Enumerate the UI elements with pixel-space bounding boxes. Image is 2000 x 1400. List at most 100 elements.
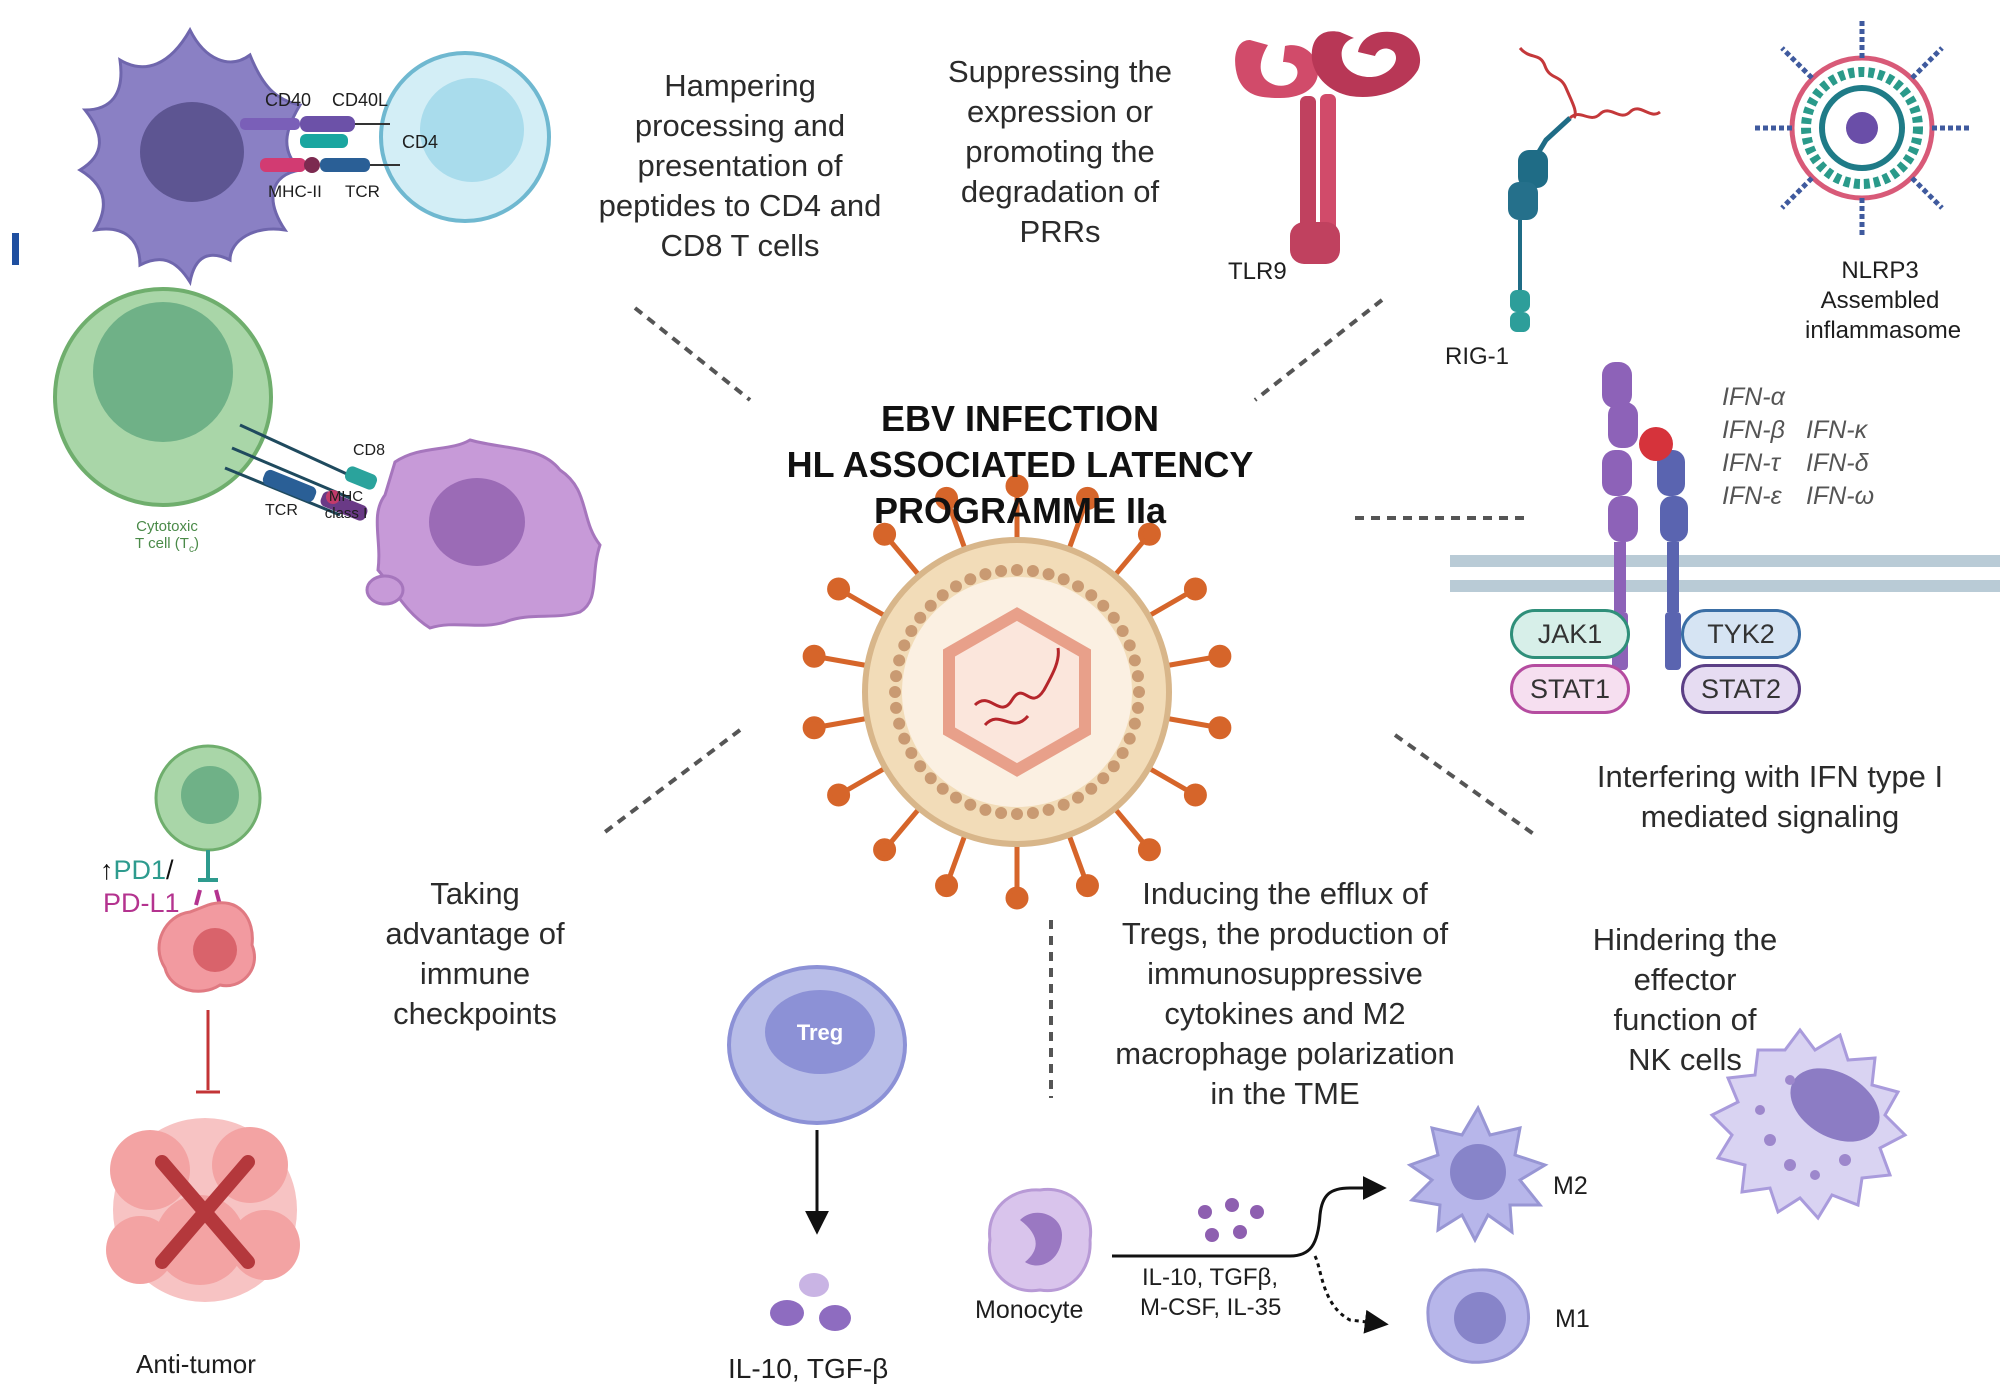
label-mhc-class-i: MHC class I [321, 488, 371, 522]
ifn-epsilon-label: IFN-ε [1722, 482, 1782, 510]
virion-tegument-bead [1116, 747, 1129, 759]
label-cytotoxic-t-cell: Cytotoxic T cell (Tc) [122, 518, 212, 555]
virion-tegument-bead [1116, 625, 1129, 637]
virion-spike-tip [1005, 474, 1029, 498]
diagram-title: EBV INFECTION HL ASSOCIATED LATENCY PROG… [720, 396, 1320, 534]
cd8-tcr-mhc1-receptor-icon [224, 423, 378, 521]
virion-tegument-bead [898, 732, 911, 745]
caption-line: mediated signaling [1640, 799, 1900, 834]
virion-tegument-bead [1123, 639, 1136, 652]
label-treg: Treg [796, 1020, 844, 1045]
ifn-kappa-label: IFN-κ [1806, 416, 1868, 444]
virion-spike [1112, 806, 1148, 847]
virion-spike-tip [802, 644, 826, 668]
m1-macrophage-icon [1426, 1268, 1530, 1364]
nlrp3-inflammasome-icon [1752, 18, 1972, 238]
label-cytotoxic-subscript: c [188, 544, 194, 555]
caption-line: Suppressing the [947, 54, 1173, 89]
label-pd1: PD1 [113, 855, 167, 885]
virion-tegument-bead [950, 580, 962, 593]
caption-line: immune [419, 956, 531, 991]
virion-tegument-bead [1085, 589, 1098, 602]
cytotoxic-t-cell-icon [53, 287, 273, 507]
side-marker [12, 233, 19, 265]
label-anti-tumor: Anti-tumor [136, 1349, 256, 1379]
virion-tegument-bead [1085, 782, 1098, 795]
x-mark-icon [155, 1155, 255, 1269]
label-mhc-class-i-line-2: class I [324, 505, 368, 522]
label-cytokines-line-1: IL-10, TGFβ, [1141, 1264, 1279, 1291]
virion-tegument-bead [1131, 670, 1144, 683]
virion-tegument-bead [1072, 580, 1084, 593]
label-pd1-pdl1: ↑PD1/ [100, 855, 174, 886]
tyk2-badge: TYK2 [1681, 609, 1801, 659]
jak1-badge: JAK1 [1510, 609, 1630, 659]
virion-spike-tip [827, 577, 851, 601]
virion-spike-tip [873, 522, 897, 546]
virion-tegument-bead [1128, 717, 1141, 730]
target-cell-icon [365, 438, 602, 630]
label-il10-tgfb: IL-10, TGF-β [728, 1353, 889, 1384]
label-cytotoxic-line-1: Cytotoxic [136, 518, 198, 535]
virion-tegument-bead [924, 599, 937, 612]
virion-spike-tip [827, 783, 851, 807]
virion-tegument-bead [905, 625, 918, 637]
label-cytotoxic-text: T cell (T [135, 535, 189, 552]
label-nlrp3-line-2: Assembled [1820, 287, 1940, 314]
label-nlrp3-line-3: inflammasome [1805, 317, 1962, 344]
cell-membrane-icon [1450, 555, 2000, 592]
ifn-delta-label: IFN-δ [1806, 449, 1869, 477]
virion-tegument-bead [979, 803, 992, 816]
label-monocyte: Monocyte [975, 1296, 1084, 1324]
virion-tegument-bead [1072, 791, 1084, 804]
caption-line: Hindering the [1592, 922, 1778, 957]
cytokine-particles-icon [770, 1273, 851, 1331]
virion-tegument-bead [889, 686, 901, 698]
virion-tegument-bead [1042, 568, 1055, 581]
label-cd4: CD4 [402, 132, 439, 152]
monocyte-icon [987, 1187, 1093, 1293]
virion-tegument-bead [950, 791, 962, 804]
virion-tegument-bead [1057, 573, 1070, 586]
caption-line: degradation of [960, 174, 1160, 209]
virion-spike [842, 589, 887, 619]
virion-spike [1066, 503, 1088, 551]
virion-tegument-bead [914, 760, 927, 773]
label-cytotoxic-line-2: T cell (Tc) [122, 535, 212, 555]
caption-line: Taking [430, 876, 520, 911]
caption-line: macrophage polarization [1115, 1036, 1455, 1071]
caption-line: Interfering with IFN type I [1596, 759, 1944, 794]
label-nlrp3: NLRP3 Assembled inflammasome [1805, 256, 1962, 346]
caption-line: processing and [634, 108, 846, 143]
caption-checkpoint: Taking advantage of immune checkpoints [355, 874, 595, 1034]
stat2-badge: STAT2 [1681, 664, 1801, 714]
label-pd-slash: / [166, 855, 174, 885]
virion-spike-tip [1075, 486, 1099, 510]
caption-line: Hampering [664, 68, 816, 103]
virion-tegument-bead [1133, 686, 1145, 698]
virion-tegument-bead [995, 565, 1008, 578]
ifn-beta-label: IFN-β [1722, 416, 1785, 444]
caption-line: PRRs [1019, 214, 1101, 249]
virion-spike-tip [1137, 522, 1161, 546]
label-rig1: RIG-1 [1445, 343, 1510, 370]
caption-line: Tregs, the production of [1121, 916, 1449, 951]
virion-tegument-bead [905, 747, 918, 759]
virion-tegument-bead [964, 798, 977, 811]
label-tcr-cd8: TCR [265, 502, 298, 519]
virion-spike [946, 503, 968, 551]
caption-ifn: Interfering with IFN type I mediated sig… [1560, 757, 1980, 837]
label-cd8: CD8 [353, 442, 386, 459]
virion-tegument-bead [914, 611, 927, 624]
virion-spike [1112, 537, 1148, 578]
virion-spike [946, 833, 968, 881]
virion-tegument-bead [898, 639, 911, 652]
m1-polarization-arrow [1313, 1255, 1389, 1334]
label-cytokines-line-2: M-CSF, IL-35 [1140, 1294, 1282, 1321]
virion-tegument-bead [893, 717, 906, 730]
treg-cell-icon [727, 965, 907, 1125]
virion-spike [819, 715, 868, 730]
virion-tegument-bead [1026, 806, 1039, 819]
caption-line: presentation of [637, 148, 843, 183]
